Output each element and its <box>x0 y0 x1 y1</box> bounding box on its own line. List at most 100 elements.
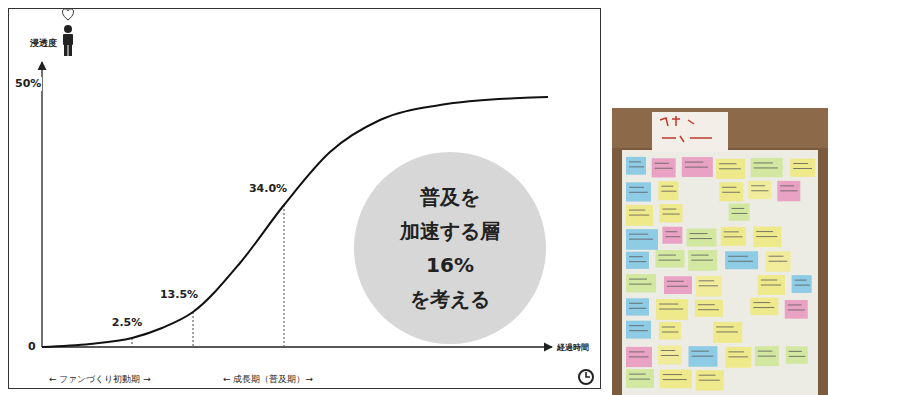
sticky-note <box>696 370 724 390</box>
sticky-note-writing <box>795 280 810 285</box>
sticky-note-paper <box>626 298 649 315</box>
sticky-note <box>656 250 685 267</box>
sticky-note-paper <box>652 158 676 177</box>
sticky-note <box>696 276 722 297</box>
sticky-note-writing <box>629 352 649 357</box>
sticky-note-writing <box>661 186 676 191</box>
sticky-note-paper <box>626 274 656 292</box>
sticky-note-paper <box>786 346 808 363</box>
sticky-note-paper <box>656 299 688 320</box>
sticky-note <box>626 347 652 367</box>
sticky-note-paper <box>748 181 771 199</box>
axis-tick: 0 <box>27 340 37 353</box>
sticky-note-paper <box>725 251 758 269</box>
sticky-note-paper <box>785 300 808 319</box>
sticky-note-writing <box>716 327 738 332</box>
sticky-note-writing <box>758 351 776 356</box>
sticky-note <box>766 251 791 272</box>
sticky-note-writing <box>629 187 648 192</box>
sticky-note-paper <box>753 227 781 248</box>
sticky-note-paper <box>725 347 751 368</box>
sticky-note-paper <box>626 321 651 339</box>
adoption-curve <box>42 97 548 347</box>
axis-title: 経過時間 <box>556 343 590 353</box>
sticky-note-paper <box>626 157 646 175</box>
sticky-note <box>660 204 683 222</box>
sticky-note-paper <box>755 346 779 366</box>
sticky-note-paper <box>682 157 713 177</box>
sticky-note-paper <box>688 346 717 367</box>
sticky-note-paper <box>696 370 724 390</box>
phase-label: ← 成長期（普及期）→ <box>222 374 314 385</box>
sticky-note-paper <box>626 347 652 367</box>
sticky-note-paper <box>716 159 745 179</box>
sticky-note-paper <box>660 370 692 389</box>
sticky-note <box>719 182 743 201</box>
sticky-note <box>658 345 682 364</box>
sticky-note <box>748 181 771 199</box>
sticky-note-paper <box>750 298 778 316</box>
phase-label: ← ファンづくり初動期 → <box>48 374 152 385</box>
sticky-note-writing <box>690 234 713 239</box>
guide-line <box>132 338 133 347</box>
sticky-note-writing <box>659 304 683 309</box>
photo-sign-scribble <box>660 116 712 142</box>
sticky-note-writing <box>629 326 648 331</box>
sticky-note-writing <box>724 232 743 237</box>
sticky-note <box>792 275 812 293</box>
sticky-note-writing <box>667 281 688 286</box>
sticky-note-writing <box>629 374 650 379</box>
sticky-note <box>626 252 649 269</box>
sticky-note-paper <box>626 205 653 226</box>
sticky-note-paper <box>687 229 717 247</box>
sticky-note-writing <box>732 208 748 213</box>
sticky-note-writing <box>719 164 741 169</box>
sticky-note-paper <box>626 229 658 250</box>
heart-icon <box>63 9 74 20</box>
sticky-note-paper <box>695 300 723 317</box>
sticky-note-writing <box>751 186 768 191</box>
sticky-note-writing <box>629 234 653 239</box>
y-axis <box>41 62 42 347</box>
sticky-note <box>755 346 779 366</box>
sticky-note <box>652 158 676 177</box>
sticky-note-writing <box>629 257 646 262</box>
photo-poster <box>622 150 818 395</box>
sticky-note-paper <box>790 159 815 177</box>
guide-line <box>193 312 194 347</box>
sticky-note-paper <box>659 322 681 339</box>
sticky-note <box>626 229 658 250</box>
sticky-note-writing <box>761 280 781 285</box>
sticky-note-paper <box>758 275 785 295</box>
sticky-note-writing <box>698 305 719 310</box>
sticky-note-writing <box>662 327 679 332</box>
sticky-note-writing <box>753 303 774 308</box>
sticky-note <box>725 251 758 269</box>
chart-frame <box>9 9 601 389</box>
sticky-note-paper <box>721 227 746 246</box>
sticky-note-paper <box>658 181 678 200</box>
sticky-note-writing <box>754 163 778 168</box>
sticky-note <box>729 203 750 220</box>
sticky-note-paper <box>766 251 791 272</box>
sticky-note <box>626 205 653 226</box>
sticky-note <box>626 182 651 201</box>
sticky-note-writing <box>780 186 797 191</box>
sticky-note-writing <box>793 164 812 169</box>
sticky-note-paper <box>751 158 783 177</box>
highlight-circle: 普及を 加速する層 16% を考える <box>354 152 546 344</box>
sticky-note-paper <box>696 276 722 297</box>
sticky-note-writing <box>655 163 673 168</box>
axis-title: 浸透度 <box>29 38 58 49</box>
sticky-note <box>688 346 717 367</box>
sticky-note-writing <box>789 351 806 356</box>
sticky-note-paper <box>662 227 682 244</box>
sticky-note <box>626 369 654 388</box>
guide-line <box>284 205 285 347</box>
sticky-note-writing <box>722 187 740 192</box>
axis-tick: 50% <box>14 77 42 90</box>
sticky-note-photo <box>612 108 828 395</box>
sticky-note-paper <box>658 345 682 364</box>
